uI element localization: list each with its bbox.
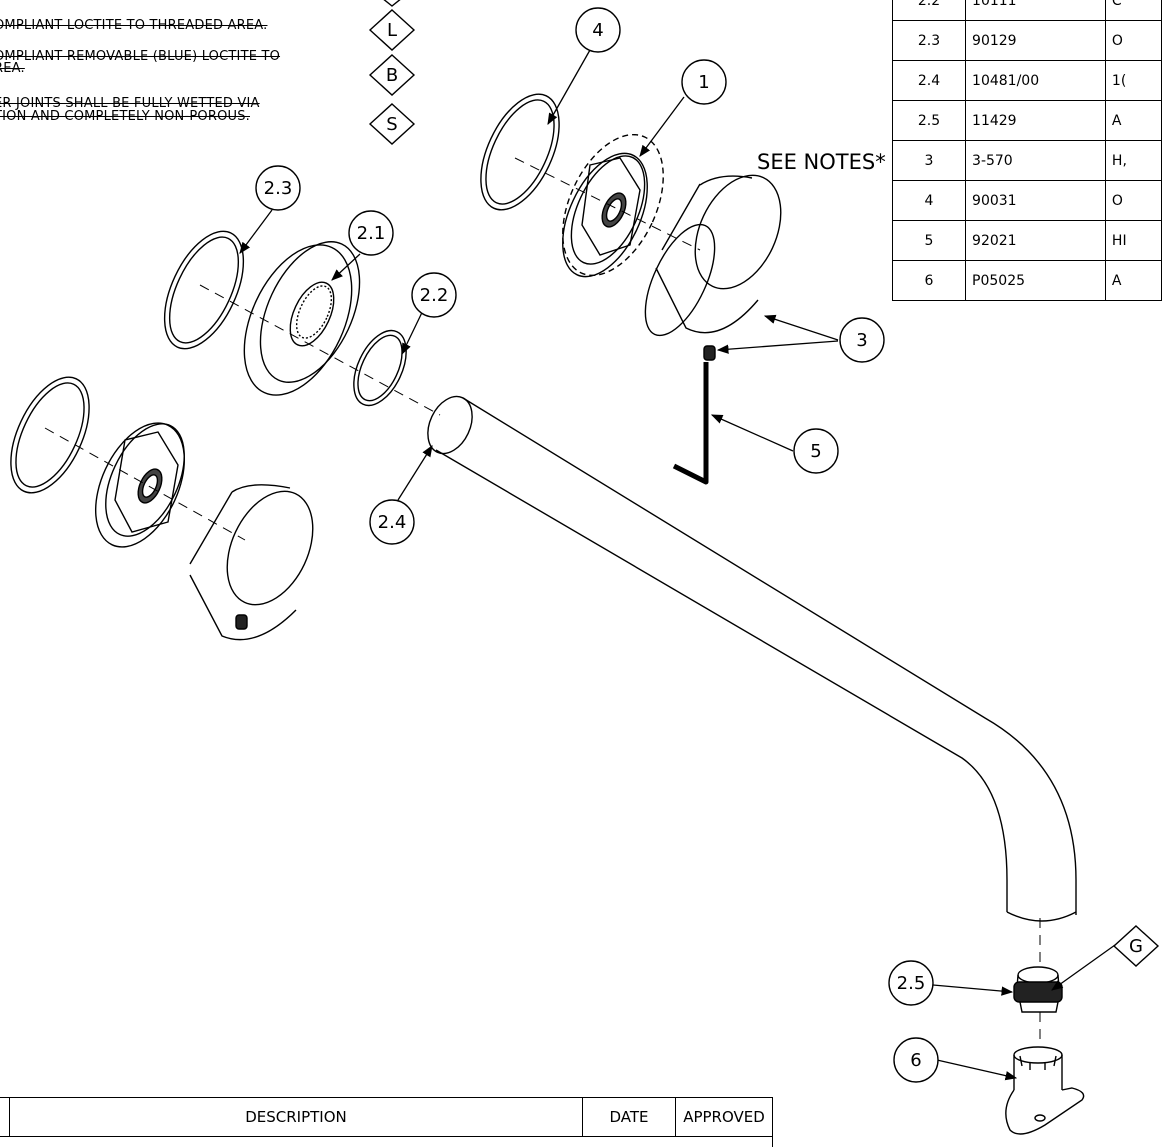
centre-lines: [45, 158, 1040, 1040]
note-symbol-g: G: [1129, 936, 1143, 957]
part-5-hex-key: [674, 362, 706, 482]
note-diamond-top: [382, 0, 402, 6]
note-symbol-b: B: [386, 65, 398, 86]
balloon-label: 2.3: [264, 178, 293, 199]
part-3-handle-top: [631, 162, 798, 346]
balloon-label: 6: [910, 1050, 921, 1071]
note-symbol-l: L: [387, 20, 397, 41]
part-2-4-spout: [419, 389, 1076, 921]
balloon-label: 2.1: [357, 223, 386, 244]
part-6-aerator-key: [1006, 1047, 1084, 1134]
balloon-label: 4: [592, 20, 603, 41]
part-1-escutcheon: [542, 119, 683, 291]
part-1-escutcheon-left: [78, 409, 203, 561]
part-4-oring: [465, 82, 575, 221]
balloon-label: 2.5: [897, 973, 926, 994]
balloon-label: 5: [810, 441, 821, 462]
leader-lines: [240, 50, 1115, 1078]
part-2-3-oring: [148, 219, 259, 360]
part-4-oring-left: [0, 365, 105, 504]
balloon-label: 2.4: [378, 512, 407, 533]
part-3-grub-screw-left: [236, 615, 247, 629]
note-symbol-s: S: [386, 114, 397, 135]
part-3-handle-left: [163, 478, 330, 664]
balloon-label: 2.2: [420, 285, 449, 306]
part-2-1-ring: [223, 226, 380, 412]
part-3-grub-screw-top: [704, 346, 715, 360]
balloon-label: 1: [698, 72, 709, 93]
part-2-5-aerator: [1014, 967, 1062, 1012]
balloon-label: 3: [856, 330, 867, 351]
